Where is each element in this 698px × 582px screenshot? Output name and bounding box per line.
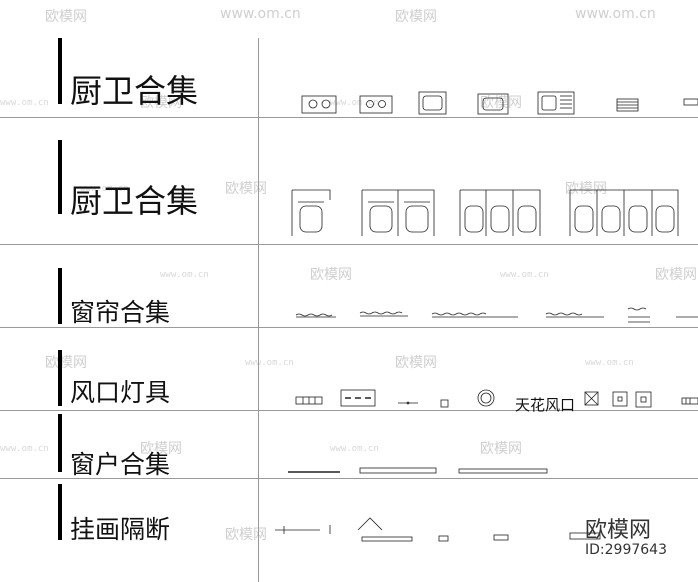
window-frame-icon [458, 468, 548, 474]
watermark-brand: 欧模网 [45, 9, 87, 25]
row-label-kitchen-bath: 厨卫合集 [70, 72, 199, 110]
kitchen-sink-icon [418, 91, 447, 115]
curtain-icon [359, 311, 403, 315]
window-frame-icon [359, 467, 437, 474]
partition-icon [438, 535, 449, 542]
linear-vent-icon [681, 397, 698, 405]
row-label-kitchen-bath: 厨卫合集 [70, 182, 199, 220]
watermark-brand: 欧模网 [480, 95, 522, 111]
painting-hanger-icon [357, 517, 413, 542]
watermark-brand: 欧模网 [45, 355, 87, 371]
watermark-brand: 欧模网 [225, 181, 267, 197]
watermark-brand: 欧模网 [565, 181, 607, 197]
round-vent-icon [477, 389, 495, 407]
row-divider [0, 478, 698, 479]
toilet-stall-icon [569, 189, 679, 236]
vent-grille-icon [616, 98, 639, 112]
square-vent-icon [584, 391, 599, 406]
row-divider [0, 327, 698, 328]
callout-ceiling-vent: 天花风口 [515, 396, 576, 414]
downlight-icon [440, 399, 449, 408]
partition-icon [569, 532, 601, 540]
watermark-url: www.om.cn [220, 6, 301, 22]
toilet-stall-icon [361, 189, 435, 236]
row-marker [58, 268, 62, 324]
row-marker [58, 350, 62, 406]
watermark-url: www.om.cn [160, 270, 209, 280]
curtain-icon [627, 307, 647, 311]
square-vent-icon [612, 391, 628, 407]
gas-stove-icon [301, 95, 337, 114]
watermark-url: www.om.cn [585, 358, 634, 368]
square-vent-icon [635, 391, 652, 408]
row-label-windows: 窗户合集 [70, 450, 171, 479]
curtain-icon [431, 312, 487, 316]
watermark-url: www.om.cn [330, 444, 379, 454]
painting-hook-icon [275, 525, 331, 534]
watermark-brand: 欧模网 [310, 267, 352, 283]
curtain-icon [545, 312, 583, 316]
row-divider [0, 244, 698, 245]
brand-stamp-name: 欧模网 [585, 518, 652, 543]
watermark-brand: 欧模网 [395, 9, 437, 25]
double-sink-icon [537, 91, 575, 115]
curtain-icon [295, 313, 333, 317]
partition-icon [493, 534, 509, 541]
watermark-url: www.om.cn [245, 358, 294, 368]
toilet-stall-icon [459, 189, 541, 236]
watermark-url: www.om.cn [0, 444, 49, 454]
row-label-vents-lights: 风口灯具 [70, 378, 171, 407]
linear-vent-icon [340, 389, 376, 407]
light-fixture-icon [398, 401, 418, 405]
watermark-brand: 欧模网 [395, 355, 437, 371]
watermark-url: www.om.cn [330, 98, 379, 108]
watermark-brand: 欧模网 [140, 441, 182, 457]
watermark-brand: 欧模网 [480, 441, 522, 457]
watermark-url: www.om.cn [500, 270, 549, 280]
row-divider [0, 117, 698, 118]
column-divider [258, 38, 259, 582]
watermark-url: www.om.cn [80, 184, 129, 194]
watermark-url: www.om.cn [0, 98, 49, 108]
toilet-stall-icon [291, 189, 331, 236]
gas-stove-icon [359, 95, 393, 114]
row-marker [58, 484, 62, 540]
watermark-brand: 欧模网 [655, 267, 697, 283]
brand-stamp-id: ID:2997643 [585, 542, 667, 558]
kitchen-sink-icon [477, 93, 509, 115]
watermark-brand: 欧模网 [140, 95, 182, 111]
row-label-paintings-partitions: 挂画隔断 [70, 515, 171, 544]
row-marker [58, 414, 62, 472]
row-divider [0, 410, 698, 411]
row-marker [58, 38, 62, 104]
vent-grille-icon [683, 98, 698, 106]
watermark-brand: 欧模网 [225, 527, 267, 543]
linear-vent-icon [295, 396, 323, 405]
row-label-curtains: 窗帘合集 [70, 298, 171, 327]
row-marker [58, 140, 62, 214]
watermark-url: www.om.cn [575, 6, 656, 22]
